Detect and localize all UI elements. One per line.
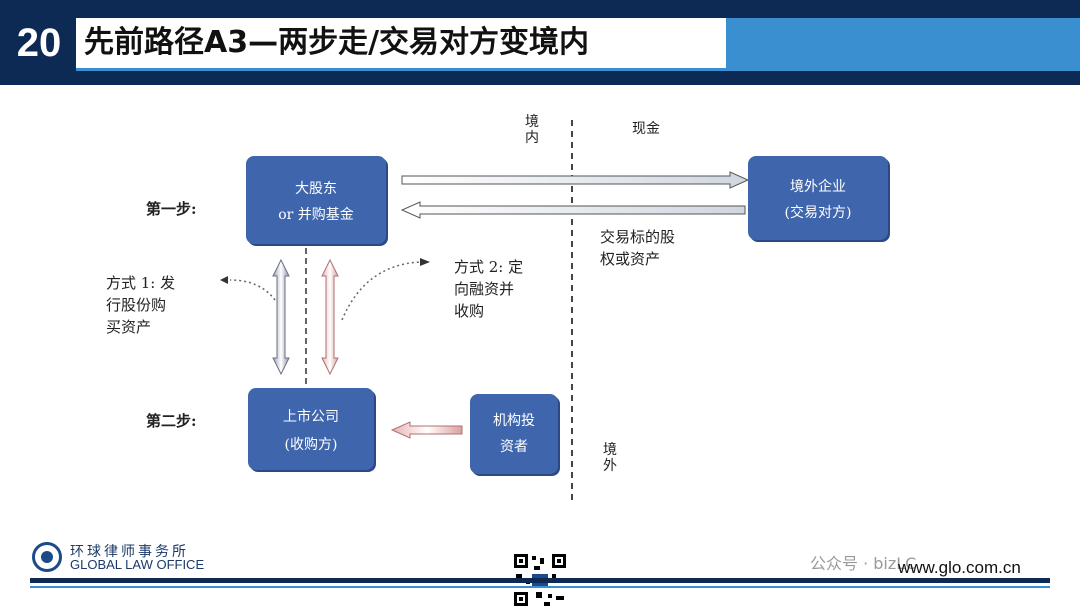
website-link[interactable]: www.glo.com.cn (898, 558, 1021, 577)
footer-rule (30, 578, 1050, 583)
method1-arrow (272, 258, 290, 376)
title-accent-bar (726, 18, 1080, 68)
domestic-label: 境内 (525, 114, 539, 146)
flow-diagram: 境内 现金 境外 大股东 or 并购基金 境外企业 (交易对方) 上市公司 (收… (100, 100, 910, 500)
listed-company-line1: 上市公司 (283, 409, 339, 425)
method1-line3: 买资产 (106, 318, 152, 336)
footer-rule-accent (30, 586, 1050, 588)
investor-line2: 资者 (500, 439, 528, 455)
method1-line2: 行股份购 (106, 296, 167, 314)
overseas-company-line2: (交易对方) (784, 205, 852, 221)
overseas-company-line1: 境外企业 (790, 179, 846, 195)
major-shareholder-line1: 大股东 (295, 181, 337, 197)
method2-line2: 向融资并 (454, 280, 515, 298)
listed-company-box: 上市公司 (收购方) (248, 388, 374, 470)
target-equity-line2: 权或资产 (600, 250, 661, 268)
wechat-watermark: 公众号 · bizLC (810, 554, 917, 573)
listed-company-line2: (收购方) (284, 437, 338, 453)
cash-arrow (401, 171, 750, 189)
institutional-investor-box: 机构投 资者 (470, 394, 558, 474)
major-shareholder-box: 大股东 or 并购基金 (246, 156, 386, 244)
method1-pointer (229, 279, 276, 301)
firm-name-cn: 环球律师事务所 (70, 544, 189, 560)
firm-name-en: GLOBAL LAW OFFICE (70, 557, 205, 572)
investor-arrow (390, 421, 463, 439)
overseas-company-box: 境外企业 (交易对方) (748, 156, 888, 240)
target-equity-label: 交易标的股 权或资产 (600, 226, 675, 270)
method2-arrow (321, 258, 339, 376)
major-shareholder-line2: or 并购基金 (278, 207, 354, 223)
slide-number: 20 (16, 21, 62, 65)
cash-label: 现金 (632, 121, 660, 137)
method2-pointer (341, 261, 421, 321)
diagram-connectors (220, 120, 750, 500)
step2-label: 第二步: (146, 412, 197, 430)
method1-pointer-head (220, 276, 228, 284)
target-equity-line1: 交易标的股 (600, 228, 676, 246)
slide-title: 先前路径A3—两步走/交易对方变境内 (84, 25, 590, 60)
method2-pointer-head (420, 258, 430, 266)
method2-line3: 收购 (454, 302, 485, 320)
title-underline (76, 68, 1080, 71)
overseas-label: 境外 (603, 442, 617, 474)
method1-text: 方式 1: 发 行股份购 买资产 (106, 272, 175, 338)
equity-arrow (400, 201, 746, 219)
method2-text: 方式 2: 定 向融资并 收购 (454, 256, 523, 322)
title-box: 先前路径A3—两步走/交易对方变境内 (76, 18, 726, 68)
method1-line1: 方式 1: 发 (106, 274, 176, 292)
method2-line1: 方式 2: 定 (454, 258, 524, 276)
firm-logo-icon (32, 542, 62, 572)
step1-label: 第一步: (146, 200, 197, 218)
investor-line1: 机构投 (493, 413, 535, 429)
